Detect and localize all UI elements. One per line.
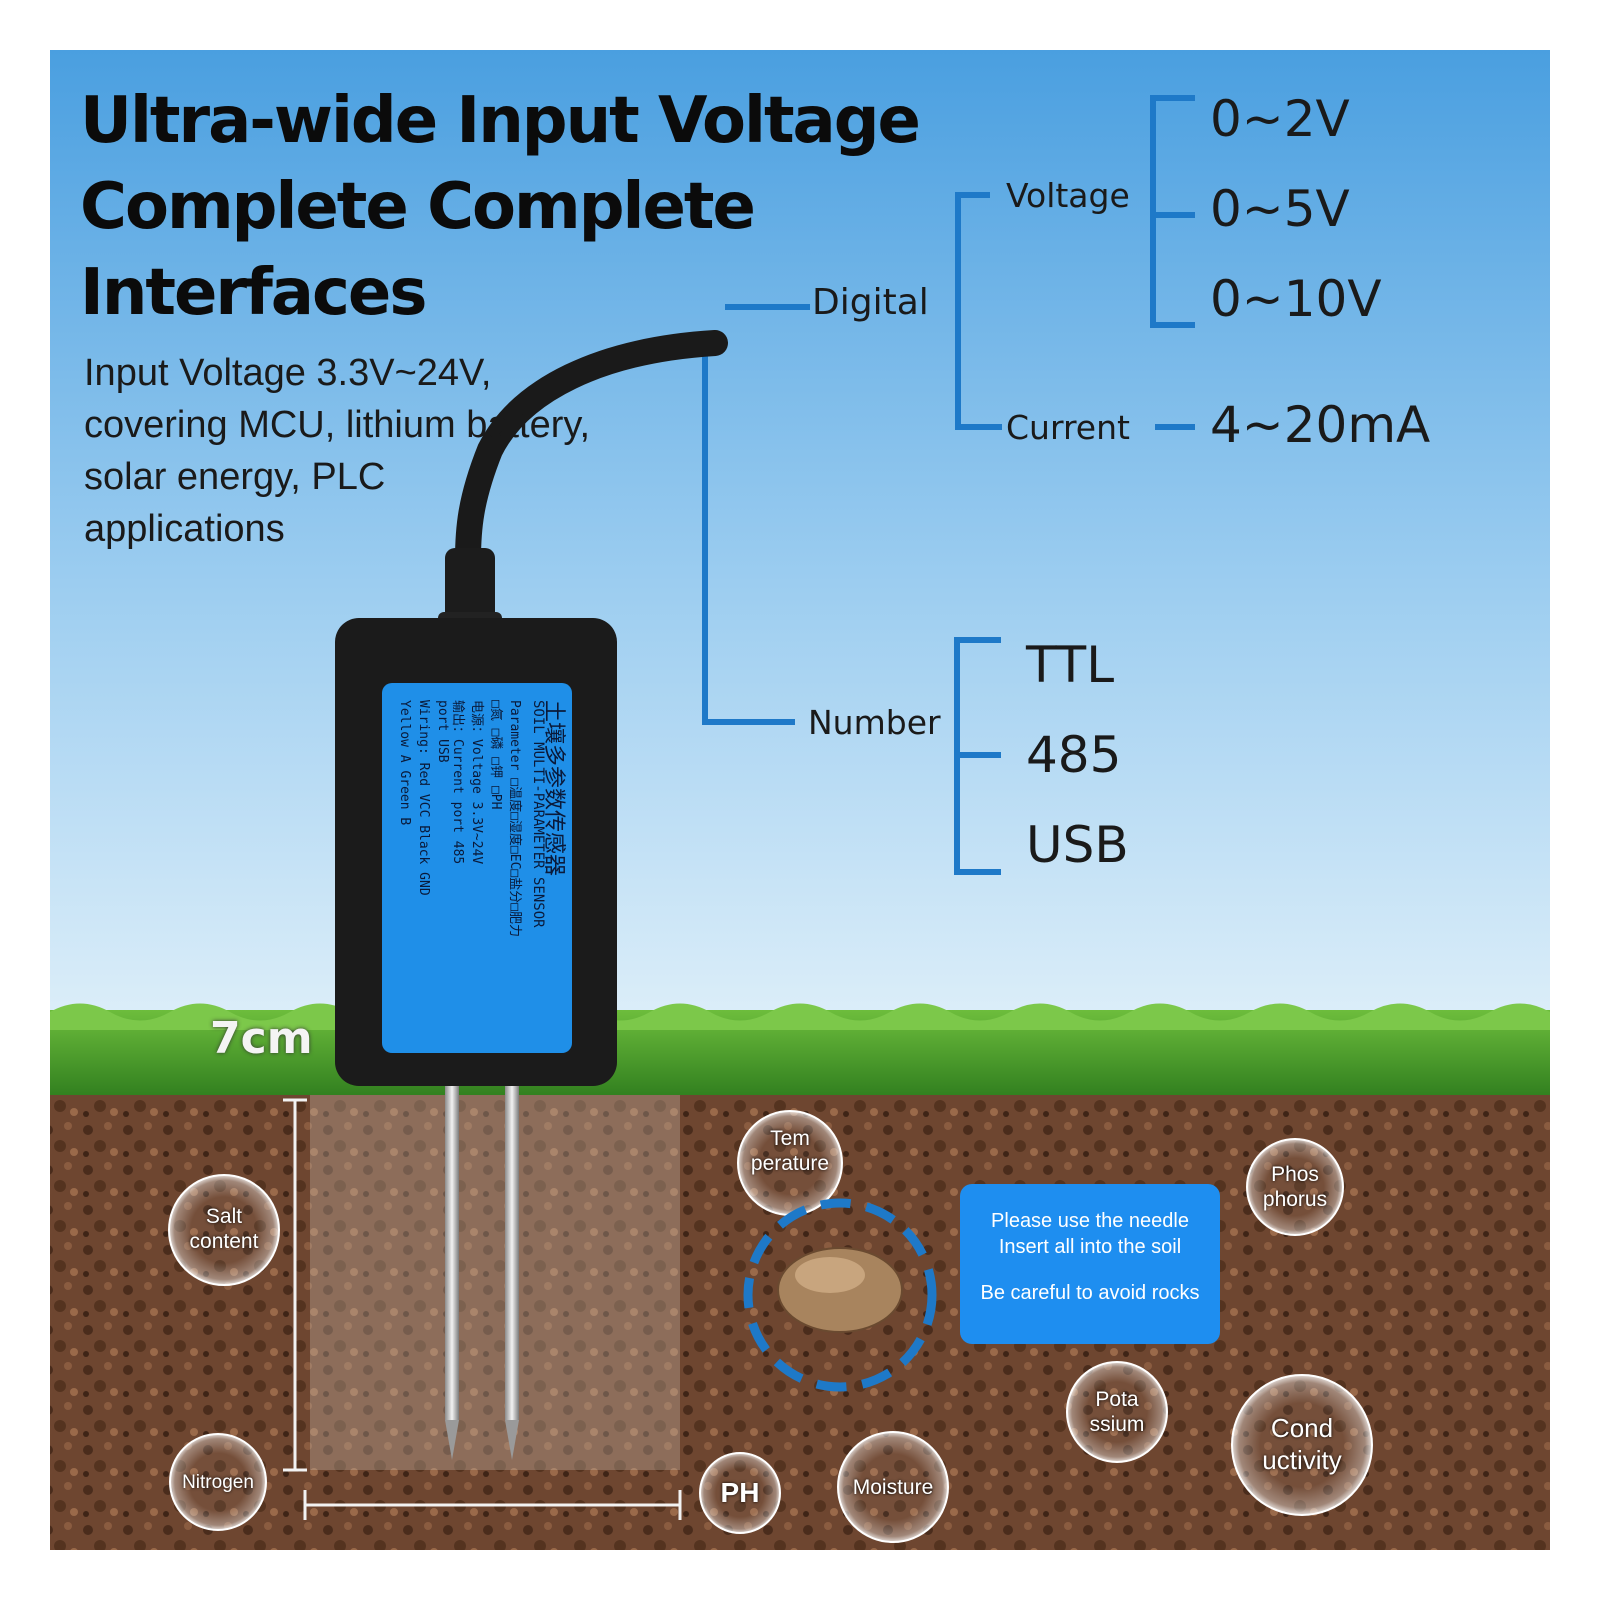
- label-current: Current: [1006, 408, 1130, 447]
- bubble-conductivity: Cond uctivity: [1242, 1412, 1362, 1476]
- cable-strain-relief: [445, 548, 495, 628]
- current-option-4-20ma: 4~20mA: [1210, 396, 1431, 454]
- sticker-line-3: Parameter □温度□湿度□EC□盐分□肥力: [507, 700, 522, 938]
- number-option-usb: USB: [1026, 816, 1129, 874]
- bubble-temperature: Tem perature: [740, 1126, 840, 1176]
- bubble-phosphorus-line-2: phorus: [1262, 1188, 1328, 1211]
- description-line-3: solar energy, PLC: [84, 456, 386, 498]
- bubble-salt-line-2: content: [189, 1230, 259, 1253]
- notice-line-1: Please use the needle: [991, 1210, 1189, 1232]
- sticker-line-4: □氮 □磷 □钾 □PH: [488, 700, 503, 810]
- title-line-2: Complete Complete: [80, 170, 756, 244]
- bubbles: [168, 1110, 1373, 1543]
- bubble-phosphorus-line-1: Phos: [1271, 1163, 1319, 1186]
- bubble-moisture-line-1: Moisture: [852, 1476, 934, 1499]
- sky: [50, 50, 1550, 1020]
- bubble-salt-line-1: Salt: [205, 1205, 243, 1228]
- sticker-line-2: SOIL MULTI-PARAMETER SENSOR: [530, 700, 546, 928]
- voltage-option-0-2v: 0~2V: [1210, 90, 1350, 148]
- bubble-nitrogen-line-1: Nitrogen: [182, 1472, 254, 1493]
- sticker-line-8: Wiring: Red VCC Black GND: [416, 700, 431, 896]
- label-voltage: Voltage: [1006, 176, 1130, 215]
- notice-box: Please use the needle Insert all into th…: [960, 1184, 1220, 1344]
- bubble-potassium: Pota ssium: [1067, 1387, 1167, 1437]
- number-option-ttl: TTL: [1026, 636, 1115, 694]
- depth-label: 7cm: [210, 1013, 313, 1064]
- depth-marker: [283, 1098, 682, 1520]
- bubble-ph: PH: [700, 1478, 780, 1508]
- bubble-salt-content: Salt content: [174, 1204, 274, 1254]
- sensor-sticker: [382, 683, 572, 1053]
- bubble-nitrogen: Nitrogen: [168, 1470, 268, 1495]
- description-line-4: applications: [84, 508, 285, 550]
- bubble-potassium-line-2: ssium: [1089, 1413, 1145, 1436]
- description-line-1: Input Voltage 3.3V~24V,: [84, 352, 492, 394]
- bubble-conductivity-line-2: uctivity: [1262, 1445, 1342, 1475]
- bubble-ph-line-1: PH: [720, 1477, 760, 1508]
- sticker-line-5: 电源：Voltage 3.3V~24V: [469, 700, 484, 865]
- label-number: Number: [808, 703, 941, 742]
- rock-dashed-circle: [743, 1198, 937, 1392]
- notice-line-2: Insert all into the soil: [998, 1236, 1182, 1258]
- number-option-485: 485: [1026, 726, 1122, 784]
- sticker-line-7: port USB: [435, 700, 450, 763]
- title-line-1: Ultra-wide Input Voltage: [80, 84, 921, 158]
- needle-right: [505, 1080, 519, 1420]
- sticker-line-9: Yellow A Green B: [397, 700, 412, 826]
- voltage-option-0-10v: 0~10V: [1210, 270, 1382, 328]
- label-digital: Digital: [812, 282, 929, 323]
- sticker-line-6: 输出：Current port 485: [450, 700, 465, 865]
- bubble-potassium-line-1: Pota: [1095, 1388, 1139, 1411]
- bubble-conductivity-line-1: Cond: [1270, 1413, 1334, 1443]
- notice-line-3: Be careful to avoid rocks: [980, 1282, 1200, 1304]
- description-line-2: covering MCU, lithium battery,: [84, 404, 591, 446]
- bubble-temperature-line-1: Tem: [770, 1127, 810, 1150]
- bubble-moisture: Moisture: [843, 1475, 943, 1500]
- voltage-option-0-5v: 0~5V: [1210, 180, 1350, 238]
- bubble-temperature-line-2: perature: [750, 1152, 830, 1175]
- title-line-3: Interfaces: [80, 256, 427, 330]
- bubble-phosphorus: Phos phorus: [1245, 1162, 1345, 1212]
- cable: [455, 330, 728, 573]
- depth-panel: [310, 1095, 680, 1470]
- needle-left: [445, 1080, 459, 1420]
